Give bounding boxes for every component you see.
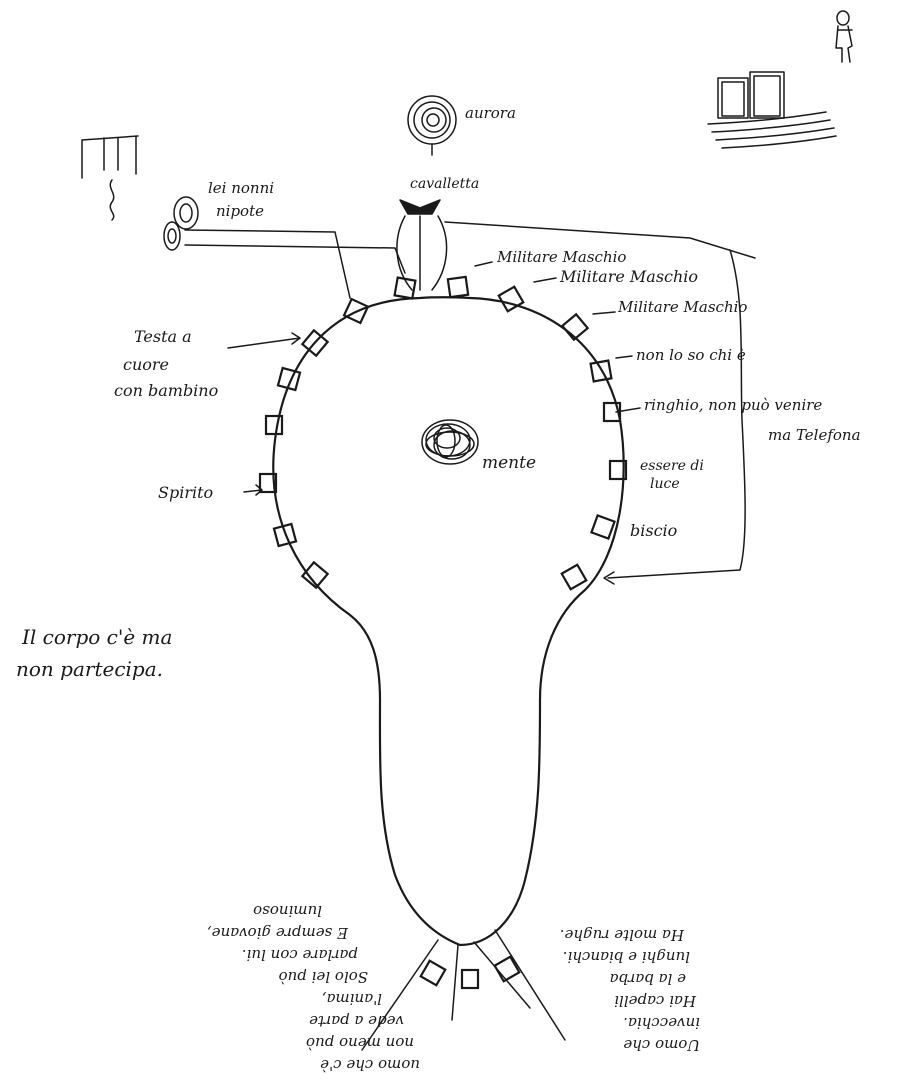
arrow-nonni-2	[185, 245, 405, 273]
note-line: invecchia.	[623, 1014, 700, 1032]
label-non-lo-so: non lo so chi è	[636, 346, 746, 364]
note-line: Hai capelli	[614, 992, 697, 1010]
top-left-sketch	[82, 136, 138, 220]
bottom-fan	[362, 930, 565, 1050]
note-uomo-vecchio: Uomo che invecchia. Hai capelli e la bar…	[560, 926, 700, 1054]
label-militare-2: Militare Maschio	[559, 267, 698, 286]
label-aurora: aurora	[465, 104, 516, 122]
note-line: Uomo che	[623, 1036, 700, 1054]
seat-square	[562, 314, 587, 339]
note-line: Ha molte rughe.	[560, 926, 685, 944]
top-right-sketch	[708, 72, 836, 148]
note-line: uomo che c'è	[320, 1056, 420, 1074]
note-line: e la barba	[610, 970, 686, 988]
seat-square	[421, 961, 446, 986]
label-testa-2: cuore	[123, 355, 169, 374]
note-uomo-giovane: uomo che c'è non meno può vede a parte l…	[207, 902, 420, 1074]
label-corpo-1: Il corpo c'è ma	[21, 625, 172, 649]
label-ringhio-1: ringhio, non può venire	[644, 396, 822, 414]
seat-square	[495, 957, 520, 982]
note-line: parlare con lui.	[242, 946, 358, 964]
label-essere-luce-2: luce	[650, 476, 680, 492]
arrow-nonni-1	[185, 230, 350, 298]
label-testa-1: Testa a	[134, 327, 192, 346]
label-nonni-2: nipote	[216, 202, 264, 220]
label-mente: mente	[482, 453, 536, 473]
aurora-spiral	[408, 96, 456, 155]
label-nonni-1: lei nonni	[208, 179, 274, 197]
note-line: non meno può	[306, 1034, 414, 1052]
seat-square	[462, 970, 478, 988]
label-ringhio-2: ma Telefona	[768, 426, 861, 444]
body-outline	[273, 297, 623, 945]
label-cavalletta: cavalletta	[410, 176, 479, 192]
label-biscio: biscio	[630, 521, 677, 540]
nonni-figure	[164, 197, 198, 250]
label-testa-3: con bambino	[114, 381, 218, 400]
note-line: lunghi e bianchi.	[563, 948, 690, 966]
seat-square	[499, 287, 524, 312]
label-spirito: Spirito	[158, 483, 213, 502]
label-militare-1: Militare Maschio	[496, 248, 626, 266]
note-line: luminoso	[253, 902, 322, 920]
seat-square	[448, 277, 468, 297]
note-line: l'anima,	[322, 990, 382, 1008]
cavalletta-figure	[397, 200, 447, 290]
label-militare-3: Militare Maschio	[617, 298, 747, 316]
top-right-figure	[836, 11, 852, 62]
seat-square	[591, 515, 614, 538]
label-corpo-2: non partecipa.	[16, 657, 163, 681]
note-line: vede a parte	[309, 1012, 404, 1030]
mente-scribble	[422, 420, 478, 464]
label-essere-luce-1: essere di	[640, 458, 704, 474]
note-line: Solo lei può	[279, 968, 368, 986]
seat-square	[562, 565, 587, 590]
arrow-testa	[228, 333, 300, 348]
note-line: E sempre giovane,	[207, 924, 349, 942]
seat-square	[591, 361, 612, 382]
